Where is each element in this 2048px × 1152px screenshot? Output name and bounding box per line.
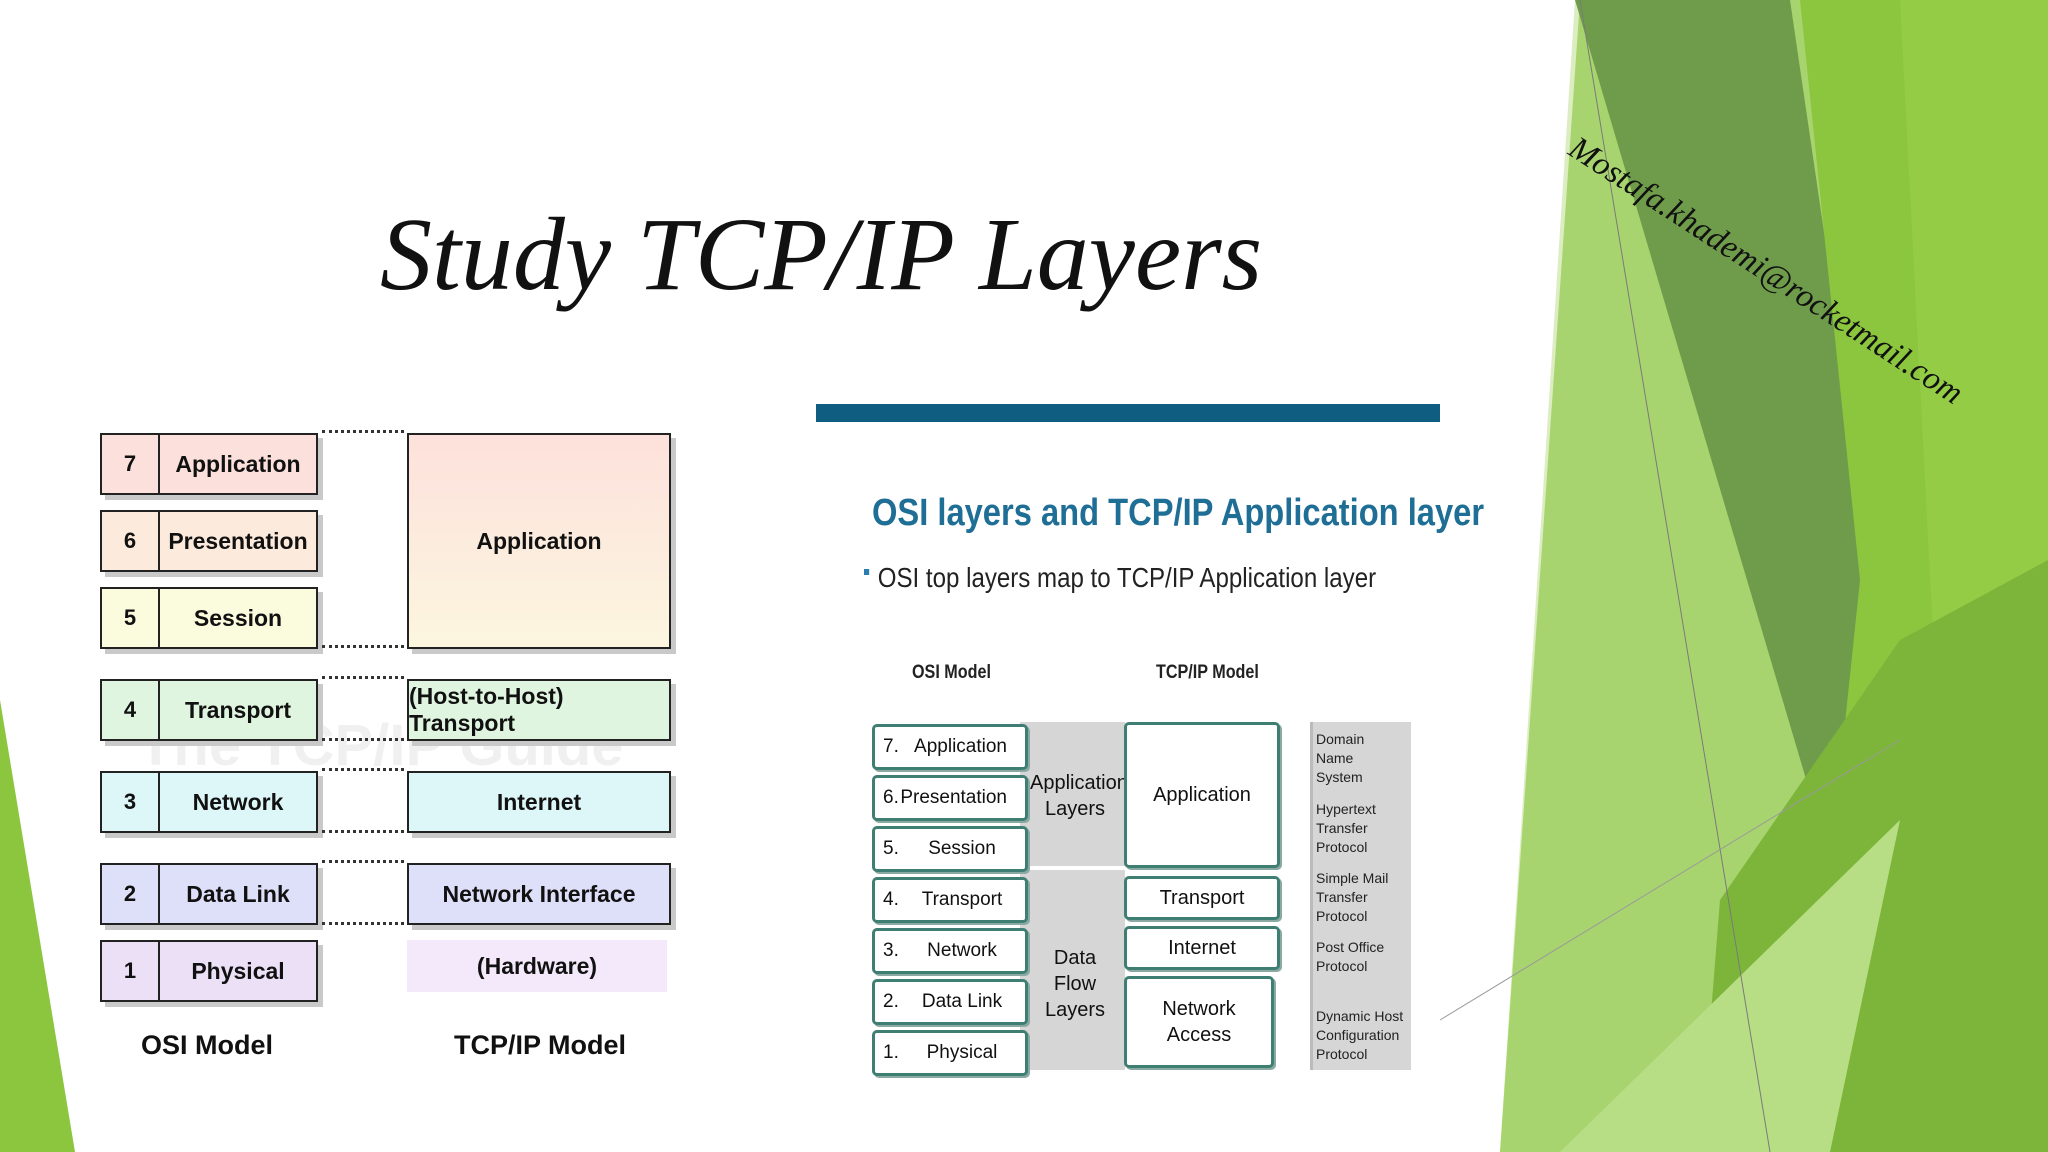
layer-number: 6 xyxy=(102,512,160,570)
layer-name: Network xyxy=(927,940,997,961)
osi-layer-1: 1 Physical xyxy=(100,940,318,1002)
osi-model-header: OSI Model xyxy=(912,662,991,683)
upper-group-band xyxy=(1020,722,1125,866)
osi-layer-5: 5. Session xyxy=(872,826,1028,872)
left-green-wedge xyxy=(0,700,75,1152)
layer-name: Physical xyxy=(926,1042,998,1063)
layer-number: 7. xyxy=(883,736,899,757)
osi-layer-6: 6.Presentation xyxy=(872,775,1028,821)
layer-name: Session xyxy=(193,604,283,631)
tcp-layer-application: Application xyxy=(407,433,671,649)
layer-number: 3 xyxy=(102,773,160,831)
layer-name: Presentation xyxy=(168,527,308,554)
slide-header-bar xyxy=(816,404,1440,422)
layer-name: Application xyxy=(914,736,1007,757)
layer-name: Presentation xyxy=(900,787,1007,808)
dotted-connector xyxy=(322,430,404,433)
layer-number: 2. xyxy=(883,991,899,1012)
protocols-panel xyxy=(1310,722,1411,1070)
tcp-model-caption: TCP/IP Model xyxy=(453,1030,627,1060)
layer-name: Network xyxy=(192,788,284,815)
tcp-layer-internet: Internet xyxy=(407,771,671,833)
lower-group-band xyxy=(1020,870,1125,1070)
osi-model-caption: OSI Model xyxy=(140,1030,273,1060)
protocol-pop: Post Office Protocol xyxy=(1316,939,1385,974)
slide-title: Study TCP/IP Layers xyxy=(380,197,1263,312)
embedded-slide-title: OSI layers and TCP/IP Application layer xyxy=(872,492,1485,534)
protocol-dhcp: Dynamic Host Configuration Protocol xyxy=(1316,1008,1404,1062)
osi-layer-3: 3. Network xyxy=(872,928,1028,974)
osi-layer-5: 5 Session xyxy=(100,587,318,649)
protocol-dns: Domain Name System xyxy=(1316,731,1365,785)
layer-number: 7 xyxy=(102,435,160,493)
protocol-smtp: Simple Mail Transfer Protocol xyxy=(1316,870,1389,924)
dotted-connector xyxy=(322,676,404,679)
tcp-layer-transport: (Host-to-Host) Transport xyxy=(407,679,671,741)
bullet-text: OSI top layers map to TCP/IP Application… xyxy=(877,562,1377,593)
osi-layer-3: 3 Network xyxy=(100,771,318,833)
data-flow-layers-group: Data Flow Layers xyxy=(1044,947,1106,1021)
osi-layer-7: 7. Application xyxy=(872,724,1028,770)
osi-layer-4: 4 Transport xyxy=(100,679,318,741)
layer-name: Transport xyxy=(921,889,1003,910)
layer-name: Data Link xyxy=(186,880,290,907)
layer-number: 2 xyxy=(102,865,160,923)
tcp-layer-hardware: (Hardware) xyxy=(407,940,667,992)
osi-layer-1: 1. Physical xyxy=(872,1030,1028,1076)
layer-name: Application xyxy=(175,450,301,477)
protocol-http: Hypertext Transfer Protocol xyxy=(1316,801,1376,855)
dotted-connector xyxy=(322,830,404,833)
tcp-internet-box: Internet xyxy=(1124,926,1280,970)
layer-name: Physical xyxy=(191,957,285,984)
dotted-connector xyxy=(322,645,404,648)
tcp-transport-box: Transport xyxy=(1124,876,1280,920)
group-divider xyxy=(1020,866,1125,869)
layer-number: 5. xyxy=(883,838,899,859)
osi-layer-4: 4. Transport xyxy=(872,877,1028,923)
layer-number: 4 xyxy=(102,681,160,739)
layer-name: Session xyxy=(928,838,996,859)
tcp-application-box: Application xyxy=(1124,722,1280,868)
right-panel-dark xyxy=(1575,0,1875,860)
osi-layer-7: 7 Application xyxy=(100,433,318,495)
dotted-connector xyxy=(322,860,404,863)
layer-number: 4. xyxy=(883,889,899,910)
bullet-square-icon xyxy=(864,568,870,575)
layer-number: 3. xyxy=(883,940,899,961)
osi-layer-6: 6 Presentation xyxy=(100,510,318,572)
tcp-network-access-box: Network Access xyxy=(1124,976,1274,1068)
dotted-connector xyxy=(322,738,404,741)
layer-number: 1 xyxy=(102,942,160,1000)
osi-layer-2: 2. Data Link xyxy=(872,979,1028,1025)
layer-name: Transport xyxy=(184,696,292,723)
embedded-slide-bullet: OSI top layers map to TCP/IP Application… xyxy=(864,562,1376,594)
layer-number: 1. xyxy=(883,1042,899,1063)
layer-number: 5 xyxy=(102,589,160,647)
tcp-layer-network-interface: Network Interface xyxy=(407,863,671,925)
right-panel-highlight xyxy=(1560,820,1900,1152)
thin-line-2 xyxy=(1439,739,1901,1021)
layer-name: Data Link xyxy=(921,991,1003,1012)
dotted-connector xyxy=(322,922,404,925)
application-layers-group: Application Layers xyxy=(1030,772,1128,820)
osi-layer-2: 2 Data Link xyxy=(100,863,318,925)
layer-number: 6. xyxy=(883,787,899,808)
thin-line-1 xyxy=(1579,0,1771,1152)
tcp-model-header: TCP/IP Model xyxy=(1156,662,1259,683)
dotted-connector xyxy=(322,768,404,771)
